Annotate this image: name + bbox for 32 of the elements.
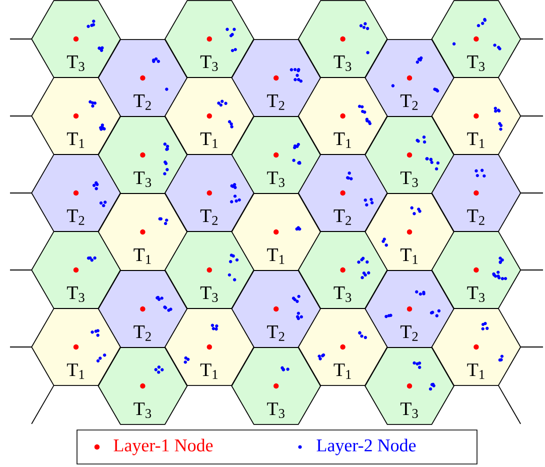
hexagon-cell: T$_{3}$ — [164, 231, 254, 309]
hexagon-cell: T$_{2}$ — [98, 39, 188, 117]
hexagon-cell: T$_{1}$ — [98, 193, 188, 271]
hexagon-cell: T$_{2}$ — [98, 270, 188, 348]
hexagon-cell: T$_{2}$ — [31, 154, 121, 232]
hexagon-cell: T$_{3}$ — [31, 0, 121, 78]
hexagon-cell: T$_{2}$ — [364, 39, 454, 117]
hexagon-cell: T$_{3}$ — [431, 0, 522, 78]
hexagon-cell: T$_{2}$ — [298, 154, 388, 232]
legend-label: Layer-2 Node — [316, 438, 416, 456]
hexagon-cell: T$_{3}$ — [298, 0, 388, 78]
hexagon-cell: T$_{2}$ — [431, 154, 522, 232]
hexagon-cell: T$_{1}$ — [431, 77, 522, 155]
hexagon-cell: T$_{1}$ — [164, 77, 254, 155]
hexagon-cell: T$_{3}$ — [31, 231, 121, 309]
hexagon-cell: T$_{1}$ — [31, 308, 121, 386]
hexagon-cell: T$_{3}$ — [164, 0, 254, 78]
hexagon-cell: T$_{3}$ — [364, 116, 454, 194]
hexagon-cell: T$_{1}$ — [431, 308, 522, 386]
hexagon-cell: T$_{1}$ — [298, 77, 388, 155]
hexagon-cell: T$_{1}$ — [298, 308, 388, 386]
hexagon-cell: T$_{2}$ — [164, 154, 254, 232]
hexagon-cell: T$_{3}$ — [298, 231, 388, 309]
hexagon-cell: T$_{1}$ — [364, 193, 454, 271]
hexagon-cell: T$_{1}$ — [31, 77, 121, 155]
legend-label: Layer-1 Node — [114, 438, 213, 456]
hexagon-cell: T$_{3}$ — [98, 116, 188, 194]
hexagon-cell: T$_{2}$ — [364, 270, 454, 348]
hexagon-cell: T$_{3}$ — [431, 231, 522, 309]
hexagon-cell: T$_{3}$ — [98, 347, 188, 425]
hexagon-cell: T$_{1}$ — [164, 308, 254, 386]
hexagon-cell: T$_{3}$ — [364, 347, 454, 425]
